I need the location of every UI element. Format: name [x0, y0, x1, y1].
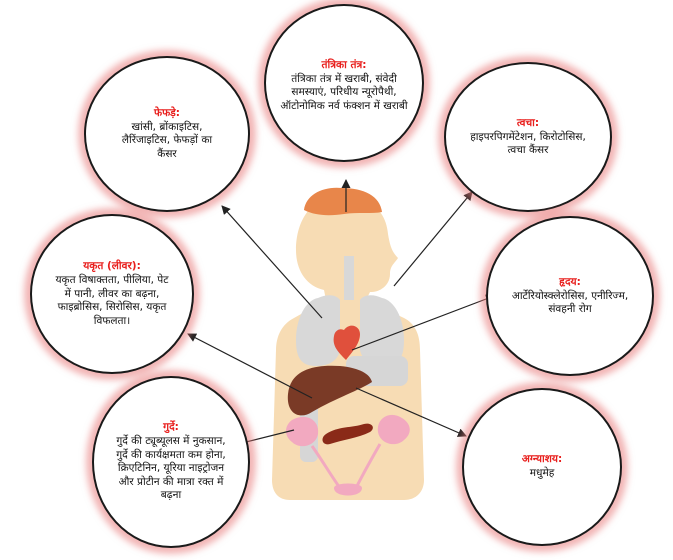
skin-text: हाइपरपिगमेंटेशन, किरोटोसिस, त्वचा कैंसर [460, 131, 596, 158]
heart-circle: हृदय: आर्टेरियोस्क्लेरोसिस, एनीरिज्म, सं… [486, 216, 654, 376]
nervous-system-text: तंत्रिका तंत्र में खराबी, संवेदी समस्याए… [280, 73, 408, 114]
kidney-text: गुर्दे की ट्यूब्यूलस में नुकसान, गुर्दे … [112, 435, 230, 503]
liver-text: यकृत विषाक्तता, पीलिया, पेट में पानी, ली… [46, 274, 178, 328]
brain-shape [304, 188, 382, 215]
trachea-shape [344, 256, 354, 300]
lungs-circle: फेफड़े: खांसी, ब्रोंकाइटिस, लैरिंजाइटिस,… [84, 56, 250, 212]
pancreas-title: अग्न्याशय: [522, 453, 562, 466]
left-lung-shape [296, 295, 340, 366]
nervous-system-title: तंत्रिका तंत्र: [322, 59, 367, 72]
pancreas-circle: अग्न्याशय: मधुमेह [462, 388, 622, 546]
liver-circle: यकृत (लीवर): यकृत विषाक्तता, पीलिया, पेट… [30, 214, 194, 374]
liver-title: यकृत (लीवर): [83, 260, 141, 273]
right-lung-shape [360, 295, 404, 366]
nervous-system-circle: तंत्रिका तंत्र: तंत्रिका तंत्र में खराबी… [264, 4, 424, 162]
kidney-circle: गुर्दे: गुर्दे की ट्यूब्यूलस में नुकसान,… [92, 376, 250, 548]
heart-text: आर्टेरियोस्क्लेरोसिस, एनीरिज्म, संवहनी र… [502, 290, 638, 317]
heart-title: हृदय: [559, 276, 581, 289]
skin-title: त्वचा: [517, 117, 539, 130]
kidney-title: गुर्दे: [163, 421, 179, 434]
lungs-title: फेफड़े: [154, 107, 180, 120]
lungs-text: खांसी, ब्रोंकाइटिस, लैरिंजाइटिस, फेफड़ों… [100, 121, 234, 162]
pancreas-text: मधुमेह [530, 467, 555, 481]
arrow-skin [394, 192, 472, 286]
skin-circle: त्वचा: हाइपरपिगमेंटेशन, किरोटोसिस, त्वचा… [444, 62, 612, 212]
